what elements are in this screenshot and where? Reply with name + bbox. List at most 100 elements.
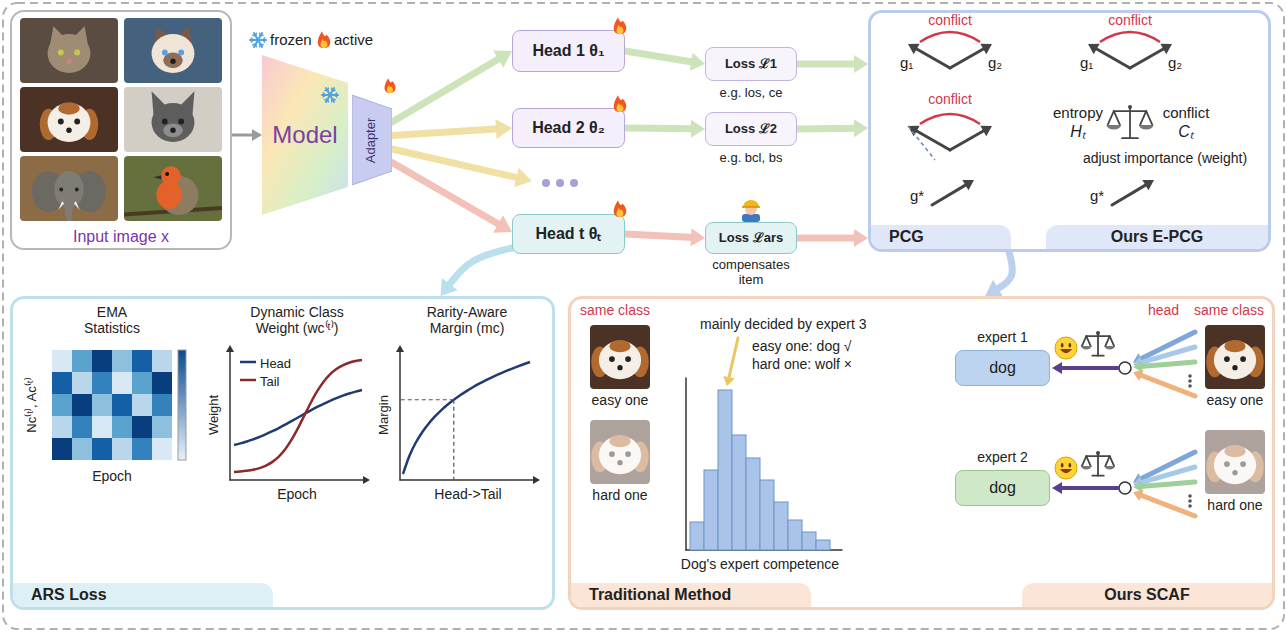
heatmap-cell [132,416,152,438]
text-holder: Input image x [12,228,230,246]
expert-box: expert 2dog [955,470,1050,506]
balance-pan [1081,346,1091,349]
connector [797,119,868,137]
label-holder: hard one [1207,497,1262,513]
connector [392,51,512,122]
axis [686,378,687,550]
text-holder: Loss ℒ1 [725,57,777,72]
worker-body [742,214,760,222]
elephant-tusk [74,201,80,210]
label-holder: g* [910,187,924,204]
arrow-line [685,378,687,550]
legend-text: Head [260,357,291,372]
input-arrow [1133,370,1195,396]
balance-stroke [1114,110,1146,112]
arrow-head [1133,490,1144,501]
animal-photo [1205,325,1265,389]
arrow-head [908,44,920,54]
snowflake-twig [260,34,263,36]
balance-pan [1081,466,1091,469]
fire-icon [614,95,627,112]
heatmap-cell [72,350,92,372]
arrow-line [797,60,857,67]
heatmap-cell [92,438,112,460]
animal-eye [162,119,168,125]
bird-head [161,166,181,186]
label-holder: Head->Tail [434,486,501,502]
heatmap-cell [52,394,72,416]
guide-line [453,400,454,480]
snowflake-twig [259,44,261,47]
label-holder: Epoch [277,486,317,502]
flame [617,103,624,112]
arrow-head [980,126,992,136]
loss-panel: ARS Loss [10,296,555,610]
text-label: head [1148,302,1179,318]
label-holder: entropy [1053,104,1103,121]
arrow-line [1140,482,1195,487]
smiley-mouth [1060,469,1072,473]
snowflake-icon [250,33,266,47]
arrow-head [363,476,370,484]
label-holder: easy one: dog √ [752,338,852,354]
fusion-node [1119,482,1131,494]
label-holder: Dynamic Class Weight (wc⁽ᵗ⁾) [232,304,362,336]
heatmap-cell [112,438,132,460]
ellipsis-dot [1188,499,1192,503]
connector [797,55,868,73]
ellipsis-dot [1188,374,1192,378]
heatmap-cell [72,372,92,394]
margin-curve [403,362,530,474]
text-label: Rarity-Aware Margin (mc) [412,304,522,336]
animal-eye [162,50,168,56]
text-label: active [334,31,373,48]
arrow-line [908,126,935,160]
head-curve [234,390,362,445]
node-label: Adapter [365,117,380,163]
legend-line [240,361,256,364]
arrow-line [625,51,694,62]
text-label: frozen [270,31,312,48]
arrow-head [226,345,234,352]
arrow-line [230,479,364,481]
expert-box: expert 1dog [955,350,1050,386]
gradient-panel: PCGOurs E-PCG [868,10,1271,252]
snowflake-twig [331,99,333,102]
label-holder: conflict [928,91,972,107]
image-panel: Input image x [10,10,232,250]
arrow-line [1060,366,1118,370]
label-holder: Cₜ [1178,123,1194,141]
photo-ground [20,18,118,83]
histogram-bar [788,520,802,550]
arrow-head [1133,370,1144,381]
heatmap-cell [152,416,172,438]
node-label: Input image x [12,228,230,246]
animal-patch [1224,445,1245,457]
text-label: Epoch [277,486,317,502]
head-box: Head t θₜ [512,214,625,254]
panel-tab: Ours E-PCG [1046,225,1268,249]
balance-stroke [1086,335,1109,337]
text-holder: Adapter [365,117,380,163]
label-holder: Dog's expert competence [681,556,839,572]
snowflake-twig [325,89,328,91]
label-holder: Hₜ [1070,123,1086,141]
snowflake-twig [251,38,253,40]
animal-eye [609,451,615,457]
animal-muzzle [163,123,183,137]
text-label: Cₜ [1178,123,1194,141]
balance-stroke [1110,456,1114,466]
animal-head [48,103,91,142]
vector-arrow [950,126,992,150]
text-label: conflict [928,91,972,107]
branch-arrow [392,149,532,187]
node-label: dog [989,359,1016,377]
text-label: compensates item [703,258,799,288]
balance-stroke [1105,336,1109,346]
balance-pan [1139,125,1153,130]
arrow-line [915,130,950,150]
ellipsis-dot [1188,494,1192,498]
arrow-head [962,180,974,190]
panel-tab: Ours SCAF [1022,583,1272,607]
node-label: Head t θₜ [536,225,602,243]
